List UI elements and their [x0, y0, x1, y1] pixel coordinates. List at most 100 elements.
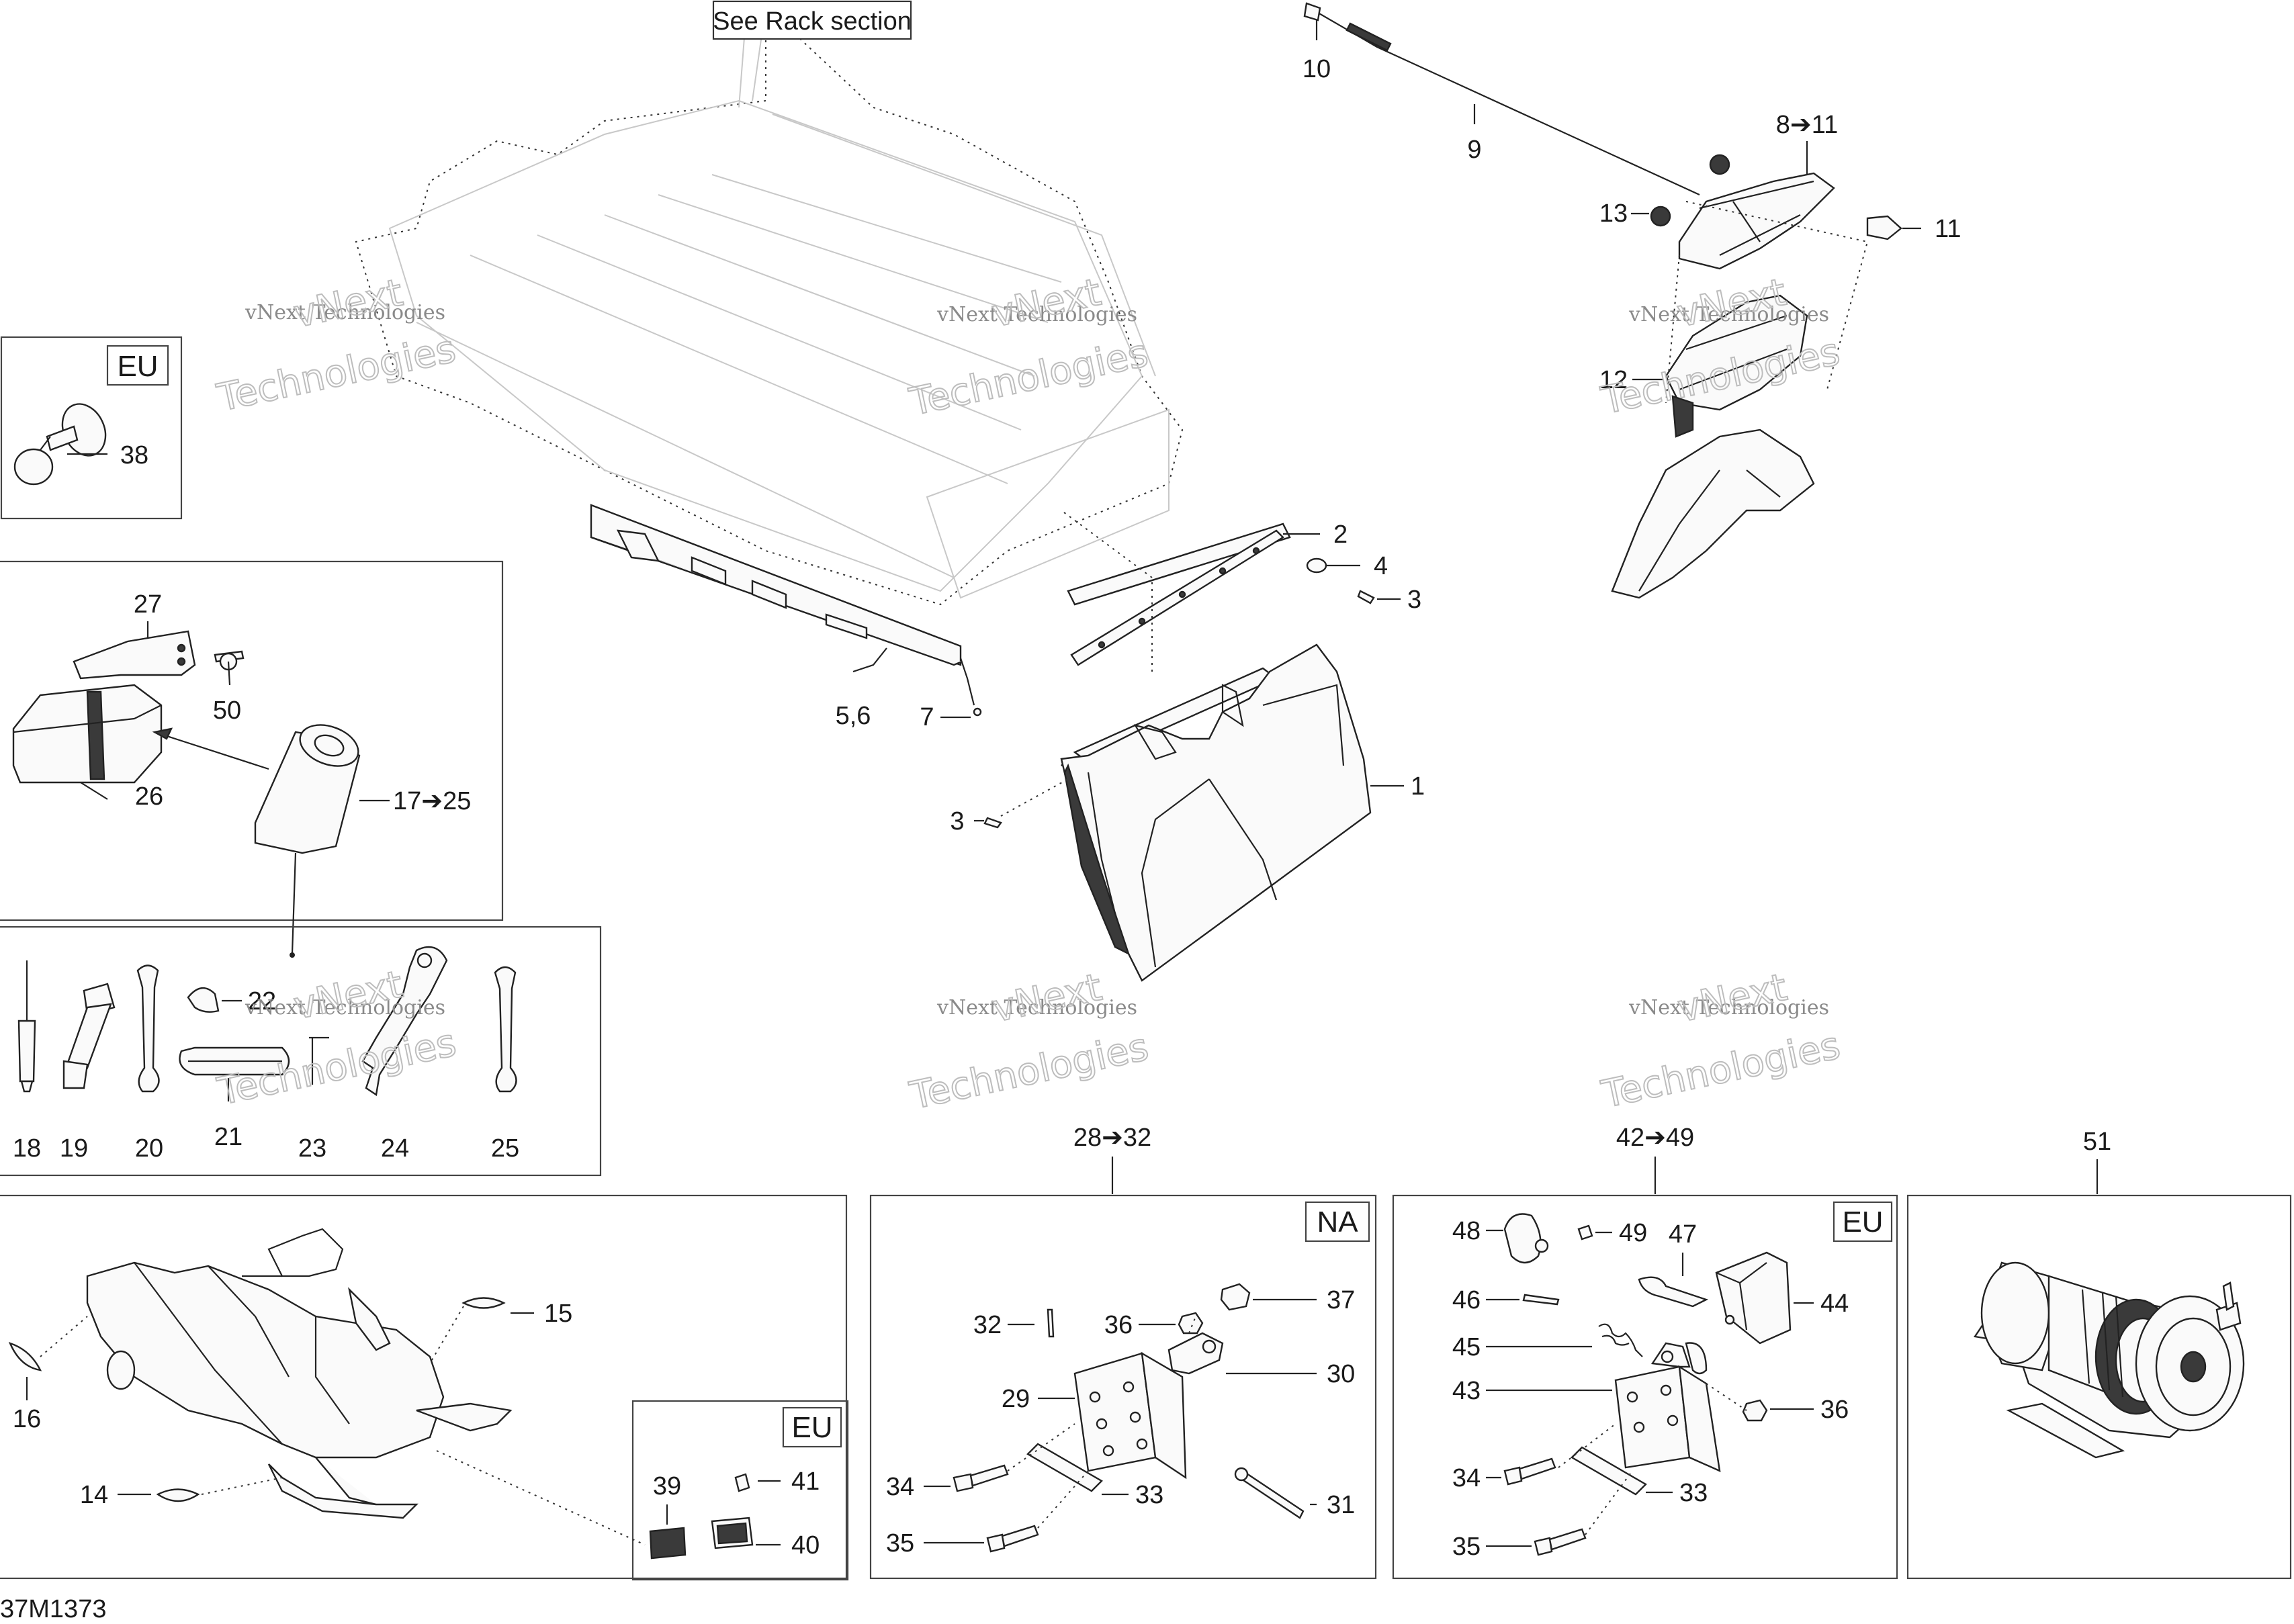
- watermark-1: vNext Technologies vNext Technologies: [213, 270, 460, 420]
- horn-part: [13, 403, 107, 486]
- callout-10: 10: [1303, 55, 1331, 83]
- washer-part: [1306, 557, 1327, 574]
- tool-bag-panel: [0, 560, 504, 921]
- screw-part-2: [983, 817, 1002, 829]
- nut-36-eu-part: [1742, 1399, 1768, 1422]
- lanyard-48-part: [1503, 1213, 1549, 1264]
- callout-3-upper: 3: [1407, 586, 1421, 614]
- callout-30: 30: [1327, 1360, 1355, 1388]
- light-housing-part: [1665, 294, 1808, 438]
- callout-48: 48: [1452, 1217, 1481, 1245]
- callout-42-49: 42➔49: [1616, 1124, 1694, 1152]
- na-hitch-tag: NA: [1317, 1206, 1358, 1238]
- svg-text:Technologies: Technologies: [214, 327, 459, 420]
- callout-40: 40: [791, 1531, 820, 1560]
- hitch-tongue-30-part: [1167, 1332, 1224, 1375]
- callout-20: 20: [135, 1134, 163, 1163]
- bulb-part: [1866, 215, 1902, 240]
- tool-bag-part: [12, 684, 163, 784]
- hex-key-23-part: [309, 1036, 329, 1085]
- eu-hitch-tag-box: [1833, 1201, 1893, 1243]
- callout-25: 25: [491, 1134, 519, 1163]
- callout-16: 16: [13, 1405, 41, 1433]
- watermark-5: vNext Technologies vNext Technologies: [906, 965, 1153, 1119]
- eu-reflector-tag: EU: [791, 1411, 832, 1444]
- eu-horn-tag: EU: [117, 350, 158, 383]
- callout-35-na: 35: [886, 1529, 914, 1558]
- callout-34-eu: 34: [1452, 1464, 1481, 1492]
- svg-text:vNext Technologies: vNext Technologies: [1628, 996, 1829, 1020]
- callout-31: 31: [1327, 1491, 1355, 1519]
- winch-part: [1973, 1261, 2245, 1459]
- eu-horn-tag-box: [106, 345, 169, 386]
- pin-46-part: [1522, 1294, 1560, 1306]
- bolt-35-na-part: [986, 1525, 1039, 1553]
- bolt-34-eu-part: [1503, 1457, 1556, 1486]
- callout-9: 9: [1467, 136, 1481, 164]
- winch-panel: [1906, 1194, 2292, 1580]
- eu-reflector-panel: [631, 1400, 849, 1581]
- puller-24-part: [361, 946, 448, 1097]
- wrench-25-part: [494, 966, 517, 1093]
- tool-case-part: [254, 724, 361, 854]
- callout-33-na: 33: [1135, 1481, 1163, 1509]
- spark-plug-socket-part: [62, 983, 116, 1089]
- bolt-34-na-part: [953, 1464, 1009, 1492]
- hitch-bracket-29-part: [1073, 1351, 1187, 1480]
- watermark-6: vNext Technologies vNext Technologies: [1597, 965, 1845, 1118]
- svg-text:vNext: vNext: [1674, 966, 1791, 1032]
- callout-15: 15: [544, 1300, 572, 1328]
- svg-text:Technologies: Technologies: [906, 1025, 1152, 1118]
- pin-32-part: [1047, 1308, 1055, 1338]
- bolt-31-part: [1234, 1467, 1305, 1519]
- callout-29: 29: [1002, 1385, 1030, 1413]
- callout-36-na: 36: [1104, 1311, 1133, 1339]
- svg-text:Technologies: Technologies: [214, 1021, 459, 1114]
- callout-35-eu: 35: [1452, 1533, 1481, 1561]
- watermark-2: vNext Technologies vNext Technologies: [905, 270, 1152, 425]
- wrench-20-part: [136, 964, 160, 1093]
- light-bracket-part: [1611, 428, 1815, 599]
- callout-34-na: 34: [886, 1473, 914, 1501]
- callout-33-eu: 33: [1679, 1479, 1708, 1507]
- callout-19: 19: [60, 1134, 88, 1163]
- reflector-39-part: [649, 1527, 687, 1560]
- eu-hitch-panel: [1392, 1194, 1898, 1580]
- spring-45-part: [1598, 1323, 1643, 1357]
- svg-text:vNext Technologies: vNext Technologies: [1628, 303, 1829, 326]
- callout-36-eu: 36: [1820, 1396, 1849, 1424]
- plate-33-na-part: [1026, 1443, 1103, 1492]
- snowmobile-outline: [86, 1228, 513, 1519]
- callout-50: 50: [213, 696, 241, 725]
- callout-23: 23: [298, 1134, 326, 1163]
- callout-38: 38: [120, 441, 148, 469]
- callout-1: 1: [1411, 772, 1425, 801]
- bolt-35-eu-part: [1534, 1528, 1587, 1556]
- callout-46: 46: [1452, 1286, 1481, 1314]
- callout-47: 47: [1669, 1220, 1697, 1249]
- callout-24: 24: [381, 1134, 409, 1163]
- reflector-15-part: [461, 1297, 506, 1309]
- rack-reference-box: [712, 0, 912, 40]
- svg-text:Technologies: Technologies: [906, 331, 1151, 424]
- callout-7: 7: [920, 703, 934, 731]
- callout-44: 44: [1820, 1290, 1849, 1318]
- wire-harness-part: [1303, 2, 1700, 195]
- bushing-37-part: [1220, 1283, 1251, 1311]
- svg-text:vNext Technologies: vNext Technologies: [245, 301, 445, 324]
- screw-part: [1357, 590, 1375, 604]
- hitch-plate-43-part: [1614, 1342, 1721, 1472]
- na-hitch-panel: [869, 1194, 1377, 1580]
- callout-14: 14: [80, 1481, 108, 1509]
- pin-47-part: [1638, 1276, 1709, 1308]
- nut-49-part: [1577, 1224, 1593, 1240]
- na-hitch-tag-box: [1305, 1201, 1370, 1243]
- nut-36-part: [1178, 1312, 1204, 1335]
- callout-12: 12: [1599, 366, 1628, 394]
- callout-43: 43: [1452, 1377, 1481, 1405]
- eu-hitch-tag: EU: [1842, 1206, 1883, 1238]
- callout-41: 41: [791, 1468, 820, 1496]
- reflectors-panel: [0, 1194, 848, 1580]
- svg-text:vNext Technologies: vNext Technologies: [936, 996, 1137, 1020]
